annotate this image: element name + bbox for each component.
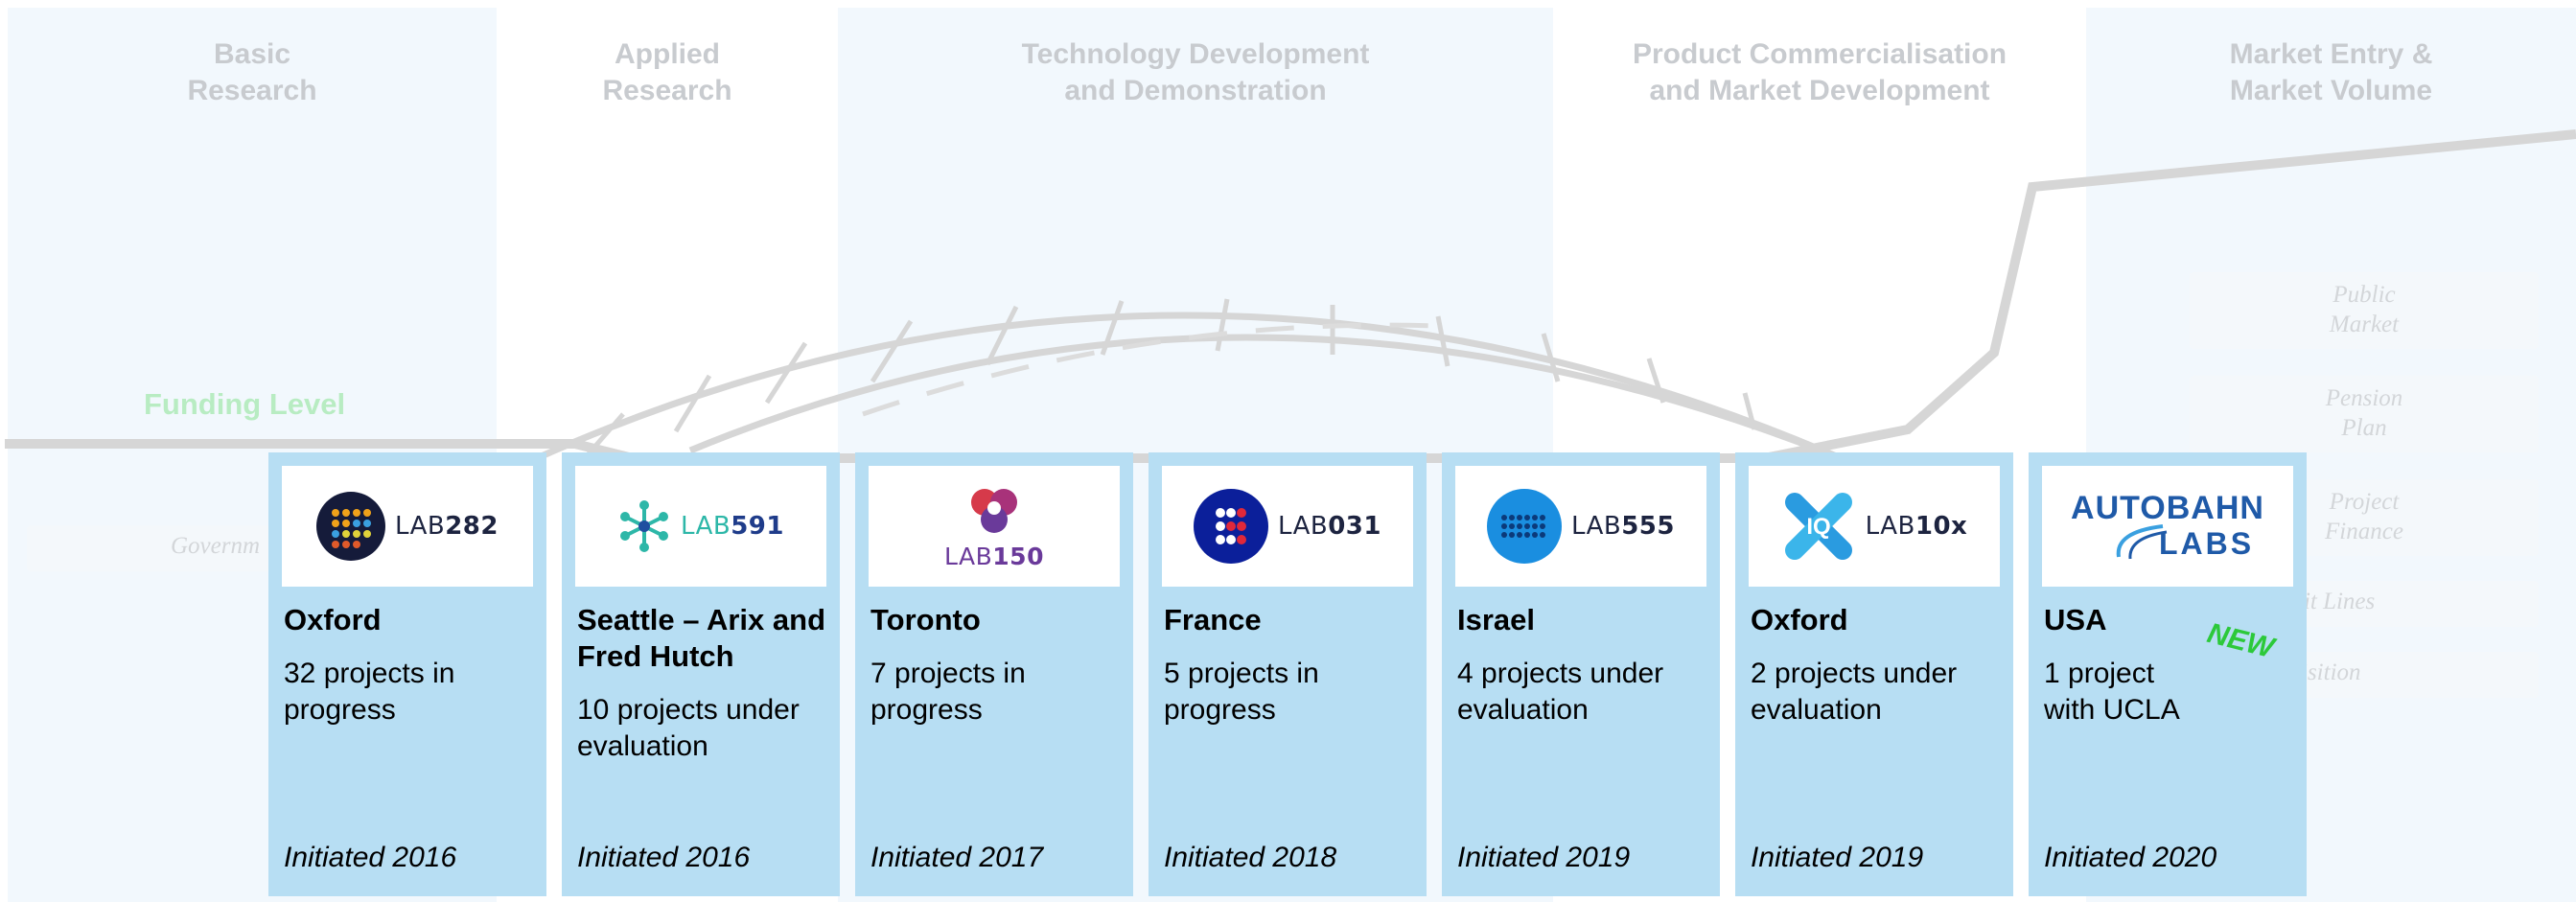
bridge-dashes — [862, 322, 1439, 417]
faded-box-public-market — [2190, 272, 2539, 349]
lab150-logo-text: LAB150 — [944, 542, 1044, 570]
lab-card-lab10x: IQ LAB10x Oxford 2 projects under evalua… — [1735, 452, 2013, 896]
lab-location: Israel — [1457, 603, 1536, 636]
faded-box-pension-plan — [2190, 376, 2539, 452]
autobahn-logo-line1: AUTOBAHN — [2071, 490, 2264, 526]
lab-initiated: Initiated 2019 — [1751, 842, 1924, 873]
lab282-logo: LAB282 — [282, 466, 533, 587]
autobahn-labs-logo: AUTOBAHN LABS — [2042, 466, 2293, 587]
lab10x-x-icon: IQ — [1784, 493, 1852, 560]
lab-initiated: Initiated 2017 — [870, 842, 1044, 873]
lab591-logo-text: LAB591 — [681, 512, 784, 541]
funding-curve-line — [5, 129, 2576, 463]
lab-location: USA — [2044, 603, 2107, 636]
lab031-dots-icon — [1194, 489, 1268, 564]
lab-location: France — [1164, 603, 1262, 636]
lab555-logo-text: LAB555 — [1571, 512, 1675, 541]
lab-card-lab591: LAB591 Seattle – Arix and Fred Hutch 10 … — [562, 452, 840, 896]
lab-card-lab282: LAB282 Oxford 32 projects in progress In… — [268, 452, 546, 896]
faded-label-pension-plan: Pension Plan — [2325, 385, 2403, 441]
lab-card-lab150: LAB150 Toronto 7 projects in progress In… — [855, 452, 1133, 896]
lab591-molecule-icon — [620, 500, 668, 552]
stage-label: Product Commercialisation and Market Dev… — [1632, 38, 2007, 106]
lab-status: 5 projects in progress — [1164, 658, 1319, 726]
autobahn-logo-line2: LABS — [2159, 526, 2255, 561]
lab-card-lab555: LAB555 Israel 4 projects under evaluatio… — [1442, 452, 1720, 896]
faded-label-public-market: Public Market — [2329, 282, 2400, 337]
stage-label: Basic Research — [187, 38, 317, 106]
lab10x-logo: IQ LAB10x — [1749, 466, 2000, 587]
lab-initiated: Initiated 2016 — [577, 842, 751, 873]
stage-label: Applied Research — [602, 38, 732, 106]
lab031-logo: LAB031 — [1162, 466, 1413, 587]
lab031-logo-text: LAB031 — [1278, 512, 1381, 541]
bridge-arc-inner — [688, 334, 1843, 462]
lab-status: 1 project with UCLA — [2044, 658, 2180, 726]
lab555-logo: LAB555 — [1455, 466, 1706, 587]
funding-level-label: Funding Level — [144, 387, 346, 421]
lab282-logo-text: LAB282 — [395, 512, 499, 541]
lab150-knot-icon — [970, 488, 1017, 533]
lab-location: Seattle – Arix and Fred Hutch — [577, 603, 826, 673]
lab-status: 7 projects in progress — [870, 658, 1026, 726]
lab-location: Toronto — [870, 603, 981, 636]
lab-status: 10 projects under evaluation — [577, 694, 800, 762]
lab-status: 2 projects under evaluation — [1751, 658, 1958, 726]
stage-label: Technology Development and Demonstration — [1021, 38, 1370, 106]
lab591-logo: LAB591 — [575, 466, 826, 587]
stage-label: Market Entry & Market Volume — [2229, 38, 2433, 106]
lab-card-autobahn-labs: AUTOBAHN LABS USA NEW 1 project with UCL… — [2029, 452, 2307, 896]
lab-location: Oxford — [284, 603, 382, 636]
lab-status: 32 projects in progress — [284, 658, 455, 726]
lab-card-lab031: LAB031 France 5 projects in progress Ini… — [1149, 452, 1427, 896]
lab-initiated: Initiated 2020 — [2044, 842, 2217, 873]
lab10x-badge-text: IQ — [1806, 514, 1830, 540]
bridge-arc-outer — [535, 312, 1843, 462]
lab-initiated: Initiated 2018 — [1164, 842, 1337, 873]
lab555-dots-icon — [1487, 489, 1562, 564]
faded-label-acquisition: isition — [2301, 659, 2361, 685]
lab-initiated: Initiated 2016 — [284, 842, 457, 873]
faded-label-project-finance: Project Finance — [2325, 489, 2403, 544]
lab-initiated: Initiated 2019 — [1457, 842, 1631, 873]
faded-label-government: Governm — [171, 533, 261, 559]
lab10x-logo-text: LAB10x — [1865, 512, 1968, 541]
lab-location: Oxford — [1751, 603, 1848, 636]
lab282-dots-icon — [316, 492, 385, 561]
autobahn-swoosh-icon — [2116, 524, 2168, 560]
bridge-rungs — [583, 298, 1757, 460]
lab150-logo: LAB150 — [869, 466, 1120, 587]
lab-status: 4 projects under evaluation — [1457, 658, 1664, 726]
